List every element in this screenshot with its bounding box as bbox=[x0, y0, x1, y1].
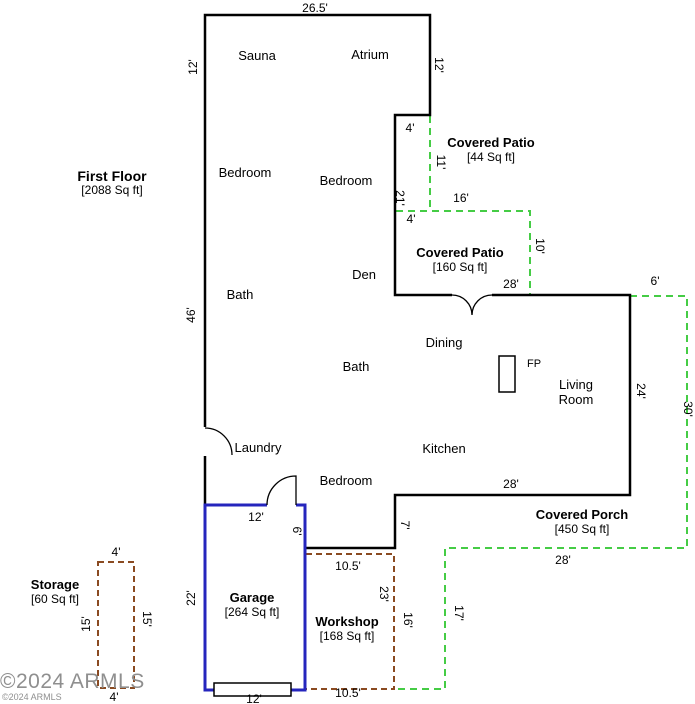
dim-porch-left: 17' bbox=[452, 605, 466, 621]
room-label-atrium: Atrium bbox=[351, 47, 389, 62]
area-label-workshop: Workshop [168 Sq ft] bbox=[315, 614, 379, 644]
room-label-bedroom-bottom: Bedroom bbox=[319, 473, 373, 488]
dim-kitchen-wall: 28' bbox=[503, 477, 519, 491]
covered-patio-small-name: Covered Patio bbox=[447, 135, 535, 150]
covered-porch-name: Covered Porch bbox=[535, 507, 629, 522]
room-label-bath-lower: Bath bbox=[342, 359, 370, 374]
garage-name: Garage bbox=[229, 590, 275, 605]
dim-storage-left: 15' bbox=[79, 616, 93, 632]
outdoor-areas-dashed-outline bbox=[396, 116, 688, 690]
covered-patio-small-sqft: [44 Sq ft] bbox=[466, 150, 516, 164]
house-walls bbox=[203, 13, 632, 550]
dim-patio-small-top: 4' bbox=[405, 121, 415, 135]
area-label-storage: Storage [60 Sq ft] bbox=[30, 577, 80, 607]
room-label-laundry: Laundry bbox=[234, 440, 282, 455]
workshop-sqft: [168 Sq ft] bbox=[319, 629, 375, 643]
storage-sqft: [60 Sq ft] bbox=[30, 592, 80, 606]
dim-patio-small-bottom: 4' bbox=[406, 212, 416, 226]
dim-workshop-right-total: 23' bbox=[377, 586, 391, 602]
dim-porch-top: 6' bbox=[650, 274, 660, 288]
plan-title-block: First Floor [2088 Sq ft] bbox=[77, 169, 146, 197]
plan-title: First Floor bbox=[77, 168, 147, 184]
area-label-covered-patio-large: Covered Patio [160 Sq ft] bbox=[416, 245, 504, 275]
dim-patio-large-right: 10' bbox=[533, 238, 547, 254]
workshop-name: Workshop bbox=[315, 614, 379, 629]
area-label-covered-porch: Covered Porch [450 Sq ft] bbox=[535, 507, 629, 537]
dim-top-width: 26.5' bbox=[302, 1, 328, 15]
dim-left-mid: 46' bbox=[184, 307, 198, 323]
fireplace-label: FP bbox=[526, 358, 542, 370]
area-label-garage: Garage [264 Sq ft] bbox=[224, 590, 280, 620]
dim-storage-bottom: 4' bbox=[109, 690, 119, 704]
dim-living-right: 24' bbox=[634, 383, 648, 399]
garage-sqft: [264 Sq ft] bbox=[224, 605, 280, 619]
dim-porch-bottom: 28' bbox=[555, 553, 571, 567]
dim-workshop-top: 10.5' bbox=[335, 559, 361, 573]
watermark-large: ©2024 ARMLS bbox=[0, 670, 145, 693]
dim-right-top: 12' bbox=[432, 57, 446, 73]
dim-garage-right: 6' bbox=[290, 526, 304, 536]
room-label-sauna: Sauna bbox=[238, 48, 276, 63]
dim-extension-right: 7' bbox=[398, 520, 412, 530]
room-label-bedroom-top: Bedroom bbox=[218, 165, 272, 180]
dim-garage-left: 22' bbox=[184, 590, 198, 606]
dim-patio-small-right: 11' bbox=[434, 154, 448, 170]
dim-workshop-bottom: 10.5' bbox=[335, 686, 361, 700]
dim-garage-bottom: 12' bbox=[246, 692, 262, 704]
door-arcs bbox=[204, 294, 493, 506]
room-label-bath-upper: Bath bbox=[226, 287, 254, 302]
dim-workshop-right: 16' bbox=[401, 612, 415, 628]
watermark-small: ©2024 ARMLS bbox=[2, 692, 62, 702]
covered-porch-sqft: [450 Sq ft] bbox=[554, 522, 610, 536]
room-label-kitchen: Kitchen bbox=[422, 441, 466, 456]
plan-title-sqft: [2088 Sq ft] bbox=[81, 183, 143, 197]
covered-patio-large-name: Covered Patio bbox=[416, 245, 504, 260]
dim-left-top: 12' bbox=[186, 59, 200, 75]
room-label-living-room: Living Room bbox=[558, 377, 594, 407]
dim-porch-right: 30' bbox=[681, 401, 695, 417]
fireplace-symbol bbox=[498, 355, 516, 393]
covered-patio-large-sqft: [160 Sq ft] bbox=[432, 260, 488, 274]
dim-storage-top: 4' bbox=[111, 545, 121, 559]
area-label-covered-patio-small: Covered Patio [44 Sq ft] bbox=[447, 135, 535, 165]
room-label-dining: Dining bbox=[425, 335, 463, 350]
dim-den-wall: 28' bbox=[503, 277, 519, 291]
dim-storage-right: 15' bbox=[140, 611, 154, 627]
dim-garage-top: 12' bbox=[248, 510, 264, 524]
room-label-den: Den bbox=[352, 267, 376, 282]
garage-door-symbol bbox=[213, 682, 292, 697]
storage-name: Storage bbox=[30, 577, 80, 592]
dim-patio-large-top: 16' bbox=[453, 191, 469, 205]
workshop-storage-dashed-outline bbox=[97, 553, 395, 690]
room-label-bedroom-mid: Bedroom bbox=[319, 173, 373, 188]
dim-patio-wall: 21' bbox=[393, 190, 407, 206]
door-gaps bbox=[202, 292, 492, 508]
